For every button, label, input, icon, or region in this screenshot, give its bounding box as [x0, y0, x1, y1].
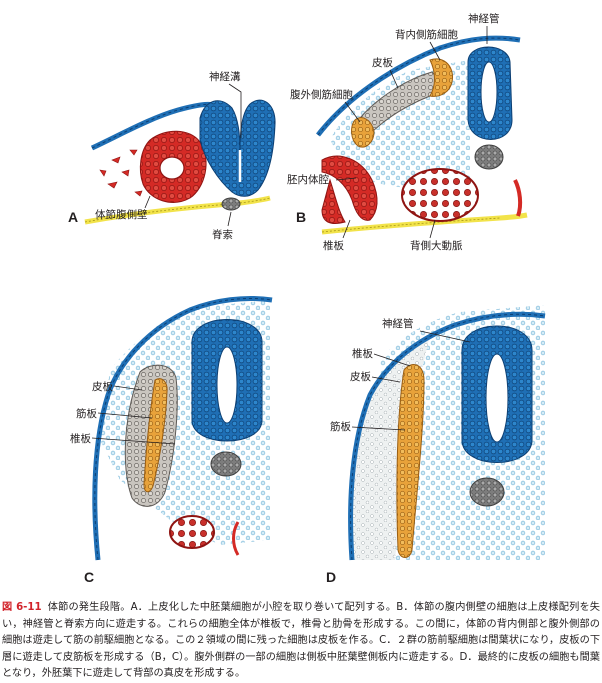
figure-number: 図 6-11: [2, 602, 42, 613]
panel-c: 皮板 筋板 椎板 C: [70, 296, 273, 585]
panel-a: 神経溝 体節腹側壁 脊索 A: [68, 70, 276, 241]
ventrolateral-muscle-b: [351, 117, 375, 148]
label-neural-tube-d: 神経管: [382, 317, 414, 330]
figure-6-11: 神経溝 体節腹側壁 脊索 A 神経管 背: [68, 12, 546, 585]
dorsal-aorta-c: [169, 515, 215, 549]
panel-b: 神経管 背内側筋細胞 皮板 腹外側筋細胞 胚内体腔 椎板 背側大動脈 B: [287, 12, 528, 252]
label-sclerotome-b: 椎板: [323, 239, 344, 252]
label-myotome-d: 筋板: [330, 420, 351, 433]
notochord-c: [210, 451, 242, 477]
label-dermatome-c: 皮板: [92, 380, 113, 393]
label-ventrolateral-cells: 腹外側筋細胞: [290, 88, 353, 101]
label-myotome-c: 筋板: [76, 407, 97, 420]
label-intraembryonic-coelom: 胚内体腔: [287, 173, 329, 186]
label-neural-groove-a: 神経溝: [209, 70, 241, 83]
notochord-a: [221, 197, 241, 211]
panel-d: 神経管 椎板 皮板 筋板 D: [326, 305, 546, 585]
panel-letter-d: D: [326, 569, 336, 585]
label-dermatome-d: 皮板: [350, 370, 371, 383]
label-sclerotome-d: 椎板: [352, 347, 373, 360]
label-dorsomedial-cells: 背内側筋細胞: [395, 28, 458, 41]
label-neural-tube-b: 神経管: [468, 12, 500, 25]
panel-letter-c: C: [84, 569, 94, 585]
label-notochord-a: 脊索: [212, 228, 233, 241]
caption-text: 体節の発生段階。A．上皮化した中胚葉細胞が小腔を取り巻いて配列する。B．体節の腹…: [2, 602, 600, 679]
label-sclerotome-c: 椎板: [70, 432, 91, 445]
myotome-c: [143, 378, 168, 493]
label-dorsal-aorta: 背側大動脈: [410, 239, 463, 252]
label-somite-ventral-wall: 体節腹側壁: [95, 208, 148, 221]
somitocoel-a: [159, 156, 185, 180]
neural-groove-a: [199, 99, 276, 197]
dorsomedial-muscle-b: [429, 58, 454, 97]
myotome-d: [396, 364, 425, 558]
panel-letter-a: A: [68, 209, 78, 225]
notochord-d: [469, 477, 505, 507]
label-dermatome-b: 皮板: [372, 56, 393, 69]
panel-letter-b: B: [296, 209, 306, 225]
lateral-plate-b: [321, 155, 378, 221]
notochord-b: [474, 144, 504, 170]
dorsal-aorta-b: [401, 168, 479, 222]
